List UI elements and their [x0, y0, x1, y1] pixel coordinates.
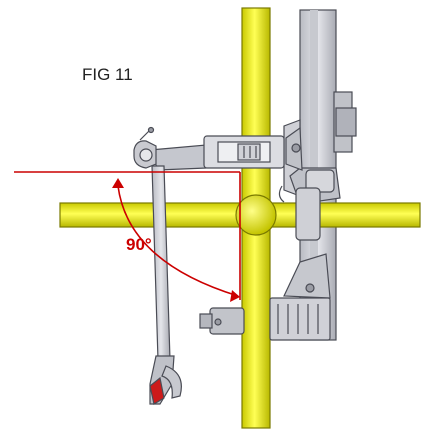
angle-label: 90°	[126, 235, 152, 254]
pipe-coupler-ball	[235, 194, 277, 236]
angle-indicator: 90°	[14, 171, 241, 302]
lever-tip-red	[149, 376, 165, 405]
lower-bracket-assembly	[199, 253, 331, 341]
figure-label: FIG 11	[82, 65, 133, 84]
angle-arc	[117, 185, 239, 297]
arc-arrowhead-top	[112, 178, 124, 188]
upper-arm-assembly	[133, 126, 303, 171]
arc-arrowhead-bottom	[230, 290, 240, 302]
pipe-clamp	[278, 185, 321, 241]
hanging-lever	[149, 165, 182, 405]
